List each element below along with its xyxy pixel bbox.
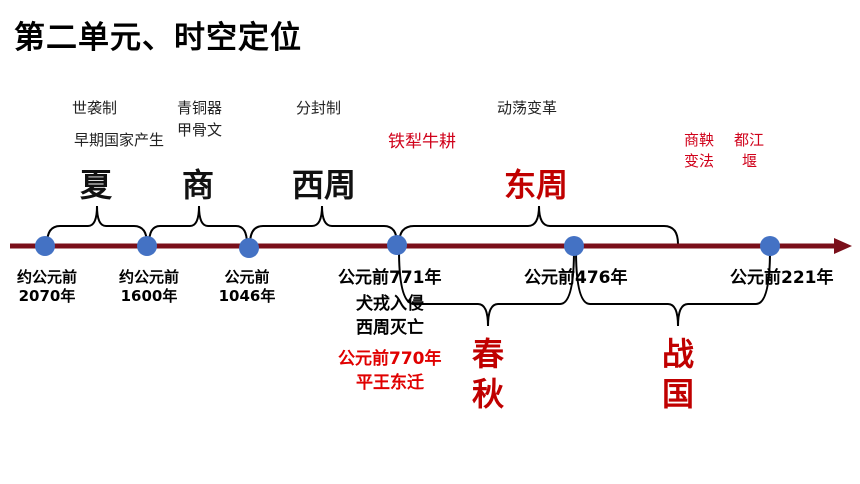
date-1046-line2: 1046年 [218,287,276,305]
dynasty-xia: 夏 [80,166,113,204]
period-warring-states-char1: 战 [661,335,694,373]
note-shangyang-2: 变法 [684,152,715,170]
note-enfeoffment: 分封制 [296,99,342,117]
event-western-zhou-fall: 西周灭亡 [356,318,424,338]
brace-chunqiu [398,249,575,327]
date-1046-line1: 公元前 [224,268,270,286]
node-2070 [35,236,55,256]
event-quanrong-invasion: 犬戎入侵 [356,294,424,314]
note-early-state: 早期国家产生 [74,131,165,149]
brace-shang [148,205,248,245]
node-476 [564,236,584,256]
date-221: 公元前221年 [730,268,834,288]
brace-dongzhou [398,205,679,245]
event-770-date: 公元前770年 [338,349,442,369]
node-221 [760,236,780,256]
note-iron-plough: 铁犁牛耕 [388,132,456,152]
page-title: 第二单元、时空定位 [14,20,302,56]
period-warring-states: 战 国 [660,334,696,414]
period-spring-autumn: 春 秋 [470,334,506,414]
date-1046: 公元前 1046年 [212,268,282,306]
date-1600-line2: 1600年 [120,287,178,305]
brace-xizhou [249,205,398,245]
event-king-ping-moves-east: 平王东迁 [356,373,424,393]
note-dujiangyan-1: 都江 [734,131,765,149]
period-warring-states-char2: 国 [661,375,694,413]
date-771: 公元前771年 [338,268,442,288]
dynasty-western-zhou: 西周 [292,166,357,204]
note-bronze: 青铜器 [177,99,223,117]
date-1600-line1: 约公元前 [118,268,179,286]
note-dujiangyan-2: 堰 [742,152,758,170]
date-476: 公元前476年 [524,268,628,288]
brace-zhanguo [575,249,771,327]
date-1600: 约公元前 1600年 [110,268,188,306]
date-2070: 约公元前 2070年 [8,268,86,306]
date-2070-line2: 2070年 [18,287,76,305]
node-1600 [137,236,157,256]
timeline-arrowhead [834,238,852,254]
note-oracle-bone: 甲骨文 [177,121,223,139]
period-spring-autumn-char2: 秋 [471,375,504,413]
note-shangyang-1: 商鞅 [684,131,715,149]
date-2070-line1: 约公元前 [16,268,77,286]
note-turbulent-change: 动荡变革 [497,99,558,117]
period-spring-autumn-char1: 春 [471,335,504,373]
brace-xia [46,205,148,245]
node-1046 [239,238,259,258]
note-hereditary-system: 世袭制 [72,99,118,117]
dynasty-shang: 商 [182,166,215,204]
dynasty-eastern-zhou: 东周 [504,166,569,204]
node-771 [387,235,407,255]
